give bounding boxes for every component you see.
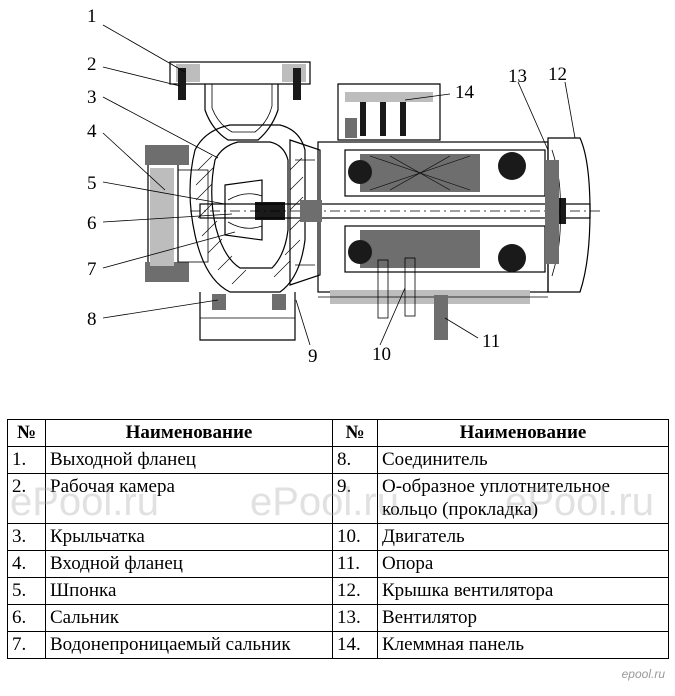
cell-name: Клеммная панель: [377, 631, 669, 659]
cell-number: 11.: [332, 550, 378, 578]
inlet-flange: [145, 145, 209, 282]
cell-name: Вентилятор: [377, 604, 669, 632]
cell-name: Соединитель: [377, 446, 669, 474]
table-row: 2. Рабочая камера 9. О-образное уплотнит…: [7, 473, 669, 524]
cell-number: 12.: [332, 577, 378, 605]
cell-name: Опора: [377, 550, 669, 578]
cell-name: О-образное уплотнительное кольцо (прокла…: [377, 473, 669, 524]
bracket: [289, 139, 321, 286]
cell-number: 10.: [332, 523, 378, 551]
header-number-right: №: [332, 419, 378, 447]
cell-number: 3.: [7, 523, 46, 551]
shaft: [190, 198, 600, 224]
callout-4: 4: [87, 121, 97, 142]
header-name-right: Наименование: [377, 419, 669, 447]
cell-number: 5.: [7, 577, 46, 605]
cell-name: Выходной фланец: [45, 446, 333, 474]
cell-name: Сальник: [45, 604, 333, 632]
cell-number: 1.: [7, 446, 46, 474]
table-header-row: № Наименование № Наименование: [7, 419, 669, 447]
pump-cross-section-drawing: 1 2 3 4 5 6 7 8 9 10 11 12 13 14: [87, 6, 600, 367]
outlet-flange: [169, 61, 311, 141]
callout-9: 9: [308, 346, 318, 367]
terminal-box: [337, 83, 441, 141]
pump-base: [199, 292, 296, 341]
table-row: 7. Водонепроницаемый сальник 14. Клеммна…: [7, 631, 669, 659]
cell-name: Рабочая камера: [45, 473, 333, 524]
callout-6: 6: [87, 213, 97, 234]
callout-13: 13: [508, 66, 527, 87]
leader-lines: [102, 24, 576, 346]
cell-name: Шпонка: [45, 577, 333, 605]
callout-14: 14: [455, 82, 475, 103]
cell-number: 4.: [7, 550, 46, 578]
callout-10: 10: [372, 344, 391, 365]
cell-number: 6.: [7, 604, 46, 632]
callout-1: 1: [87, 6, 97, 27]
cell-number: 2.: [7, 473, 46, 524]
callout-5: 5: [87, 173, 97, 194]
motor: [317, 141, 549, 304]
cell-number: 13.: [332, 604, 378, 632]
table-row: 6. Сальник 13. Вентилятор: [7, 604, 669, 632]
cell-number: 9.: [332, 473, 378, 524]
cell-number: 7.: [7, 631, 46, 659]
callout-8: 8: [87, 309, 97, 330]
cell-name: Водонепроницаемый сальник: [45, 631, 333, 659]
parts-table: № Наименование № Наименование 1. Выходно…: [7, 419, 669, 659]
pump-housing: [189, 124, 306, 293]
foot-support: [377, 257, 448, 340]
cell-number: 14.: [332, 631, 378, 659]
cell-name: Входной фланец: [45, 550, 333, 578]
fan-cover: [545, 137, 591, 293]
cell-name: Крышка вентилятора: [377, 577, 669, 605]
header-number-left: №: [7, 419, 46, 447]
callout-3: 3: [87, 87, 97, 108]
table-row: 3. Крыльчатка 10. Двигатель: [7, 523, 669, 551]
callout-12: 12: [548, 64, 567, 85]
table-row: 5. Шпонка 12. Крышка вентилятора: [7, 577, 669, 605]
cell-name: Двигатель: [377, 523, 669, 551]
callout-11: 11: [482, 331, 500, 352]
callout-7: 7: [87, 259, 97, 280]
cell-number: 8.: [332, 446, 378, 474]
table-row: 4. Входной фланец 11. Опора: [7, 550, 669, 578]
header-name-left: Наименование: [45, 419, 333, 447]
table-row: 1. Выходной фланец 8. Соединитель: [7, 446, 669, 474]
callout-2: 2: [87, 54, 97, 75]
site-logo: epool.ru: [621, 667, 665, 681]
cell-name: Крыльчатка: [45, 523, 333, 551]
